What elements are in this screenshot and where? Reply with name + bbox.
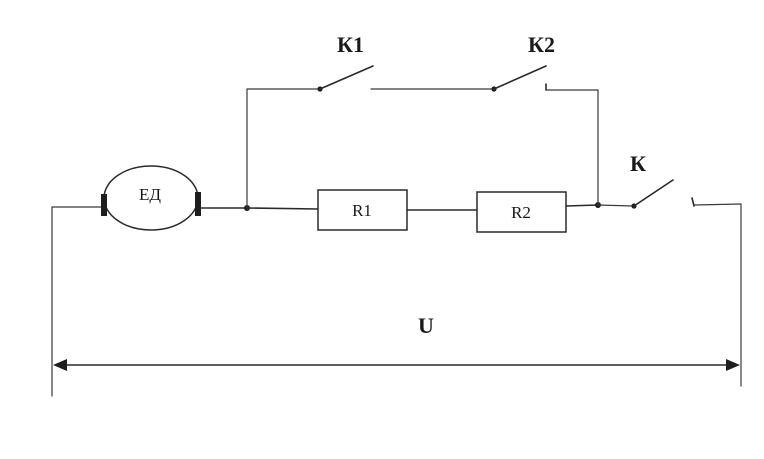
switch-k1: К1 xyxy=(317,32,374,92)
resistor-r1-label: R1 xyxy=(352,201,372,220)
switch-k2-blade xyxy=(493,65,547,90)
switch-k: К xyxy=(630,151,695,209)
resistor-r1: R1 xyxy=(317,189,408,231)
motor-brush-left xyxy=(101,194,107,216)
motor-label: ЕД xyxy=(139,185,161,204)
wire-node-r1 xyxy=(246,207,319,210)
wire-switch-k-terminal xyxy=(693,203,742,206)
resistor-r2-box xyxy=(476,191,567,233)
resistor-r2-label: R2 xyxy=(511,203,531,222)
wire-node-switch-k xyxy=(597,204,634,207)
switch-k2: К2 xyxy=(491,32,555,92)
voltage-indicator: U xyxy=(51,203,742,397)
voltage-arrow-right-head xyxy=(726,359,740,371)
resistor-r2: R2 xyxy=(476,191,567,233)
voltage-arrow-left-head xyxy=(53,359,67,371)
voltage-label: U xyxy=(418,313,434,338)
switch-k-blade xyxy=(633,179,674,207)
switch-k-label: К xyxy=(630,151,646,176)
wire-r2-node xyxy=(565,204,599,207)
switch-k1-label: К1 xyxy=(337,32,364,57)
switch-k2-label: К2 xyxy=(528,32,555,57)
switch-k1-blade xyxy=(319,65,374,90)
motor: ЕД xyxy=(101,165,201,231)
motor-brush-right xyxy=(195,192,201,216)
